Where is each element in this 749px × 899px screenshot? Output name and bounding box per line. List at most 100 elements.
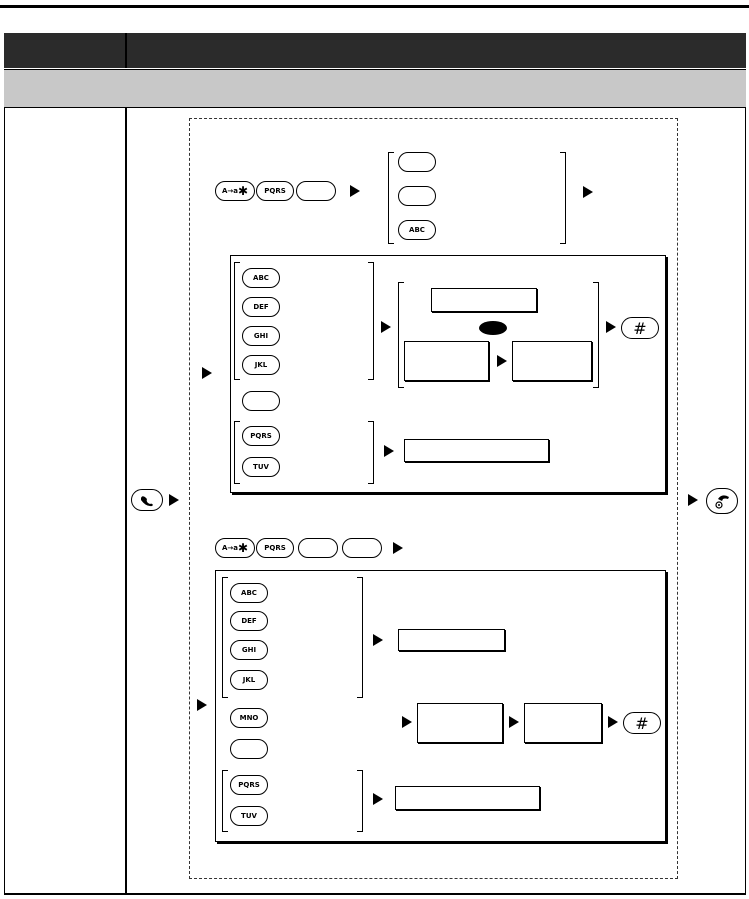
bracket-right	[593, 282, 599, 388]
off-hook-key	[131, 489, 163, 511]
arrow	[497, 355, 507, 367]
key-blank	[342, 538, 382, 558]
key-tuv: TUV	[242, 457, 280, 477]
table-right-border	[745, 107, 746, 894]
key-def: DEF	[242, 297, 280, 317]
table-left-border	[4, 107, 5, 894]
key-abc: ABC	[398, 220, 436, 240]
key-label: DEF	[241, 617, 257, 625]
key-label: ABC	[253, 274, 269, 282]
hash-key: #	[621, 317, 659, 339]
key-mno: MNO	[230, 708, 268, 728]
hash-key: #	[623, 712, 661, 734]
arrow	[373, 634, 383, 646]
bracket-right	[368, 262, 374, 380]
table-bottom-border	[4, 893, 746, 895]
arrow	[197, 699, 207, 711]
entry-box	[524, 703, 602, 743]
entry-box	[404, 439, 549, 462]
key-pqrs: PQRS	[256, 538, 294, 558]
key-blank	[230, 739, 268, 759]
key-label: DEF	[253, 303, 269, 311]
entry-box	[512, 341, 592, 381]
button-oval-icon	[479, 321, 507, 335]
key-label: A→a	[221, 187, 238, 195]
bracket-left	[388, 152, 394, 244]
bracket-right	[357, 577, 363, 698]
bracket-left	[222, 770, 228, 832]
key-pqrs: PQRS	[242, 426, 280, 446]
bracket-right	[560, 152, 566, 244]
key-label: ABC	[241, 589, 257, 597]
key-jkl: JKL	[230, 670, 268, 690]
bracket-left	[234, 421, 240, 484]
key-abc: ABC	[230, 583, 268, 603]
key-blank	[298, 538, 338, 558]
on-hook-key	[706, 488, 738, 514]
key-label: GHI	[241, 646, 257, 654]
header-divider	[125, 33, 127, 68]
section-row	[4, 69, 746, 108]
key-def: DEF	[230, 611, 268, 631]
key-label: PQRS	[238, 781, 260, 789]
key-label: A→a	[221, 544, 238, 552]
key-a-star: A→a✱	[215, 538, 255, 558]
arrow	[583, 186, 593, 198]
star-icon: ✱	[237, 541, 249, 555]
key-label: #	[633, 318, 647, 338]
row-rule	[4, 107, 746, 108]
arrow	[402, 716, 412, 728]
key-blank	[296, 181, 336, 201]
procedure-dashed-frame	[189, 118, 678, 879]
star-icon: ✱	[237, 184, 249, 198]
table-column-divider	[125, 107, 127, 894]
key-pqrs: PQRS	[256, 181, 294, 201]
bracket-left	[234, 262, 240, 380]
top-rule	[0, 5, 749, 8]
key-jkl: JKL	[242, 355, 280, 375]
arrow	[688, 494, 698, 506]
entry-box	[417, 703, 503, 743]
entry-box	[431, 288, 537, 312]
key-tuv: TUV	[230, 806, 268, 826]
key-blank	[398, 186, 436, 206]
key-label: PQRS	[264, 187, 286, 195]
key-label: JKL	[242, 676, 256, 684]
entry-box	[395, 786, 540, 810]
arrow	[169, 494, 179, 506]
key-a-star: A→a✱	[215, 181, 255, 201]
key-label: GHI	[253, 332, 269, 340]
handset-off-hook-icon	[141, 496, 153, 507]
key-blank	[242, 391, 280, 411]
entry-box	[398, 629, 505, 651]
arrow	[373, 793, 383, 805]
key-label: TUV	[253, 463, 269, 471]
arrow	[608, 716, 618, 728]
arrow	[606, 321, 616, 333]
arrow	[384, 445, 394, 457]
key-ghi: GHI	[230, 640, 268, 660]
key-label: MNO	[239, 714, 259, 722]
bracket-right	[357, 770, 363, 832]
key-label: JKL	[254, 361, 268, 369]
arrow	[202, 367, 212, 379]
key-ghi: GHI	[242, 326, 280, 346]
key-pqrs: PQRS	[230, 775, 268, 795]
bracket-left	[398, 282, 404, 388]
key-label: TUV	[241, 812, 257, 820]
bracket-right	[368, 421, 374, 484]
arrow	[350, 185, 360, 197]
handset-on-hook-icon	[715, 495, 729, 509]
entry-box	[404, 341, 489, 381]
arrow	[393, 542, 403, 554]
bracket-left	[222, 577, 228, 698]
arrow	[381, 321, 391, 333]
table-header-row	[4, 33, 746, 68]
key-label: #	[635, 713, 649, 733]
key-label: ABC	[409, 226, 425, 234]
key-abc: ABC	[242, 268, 280, 288]
key-label: PQRS	[264, 544, 286, 552]
key-blank	[398, 152, 436, 172]
key-label: PQRS	[250, 432, 272, 440]
arrow	[509, 716, 519, 728]
